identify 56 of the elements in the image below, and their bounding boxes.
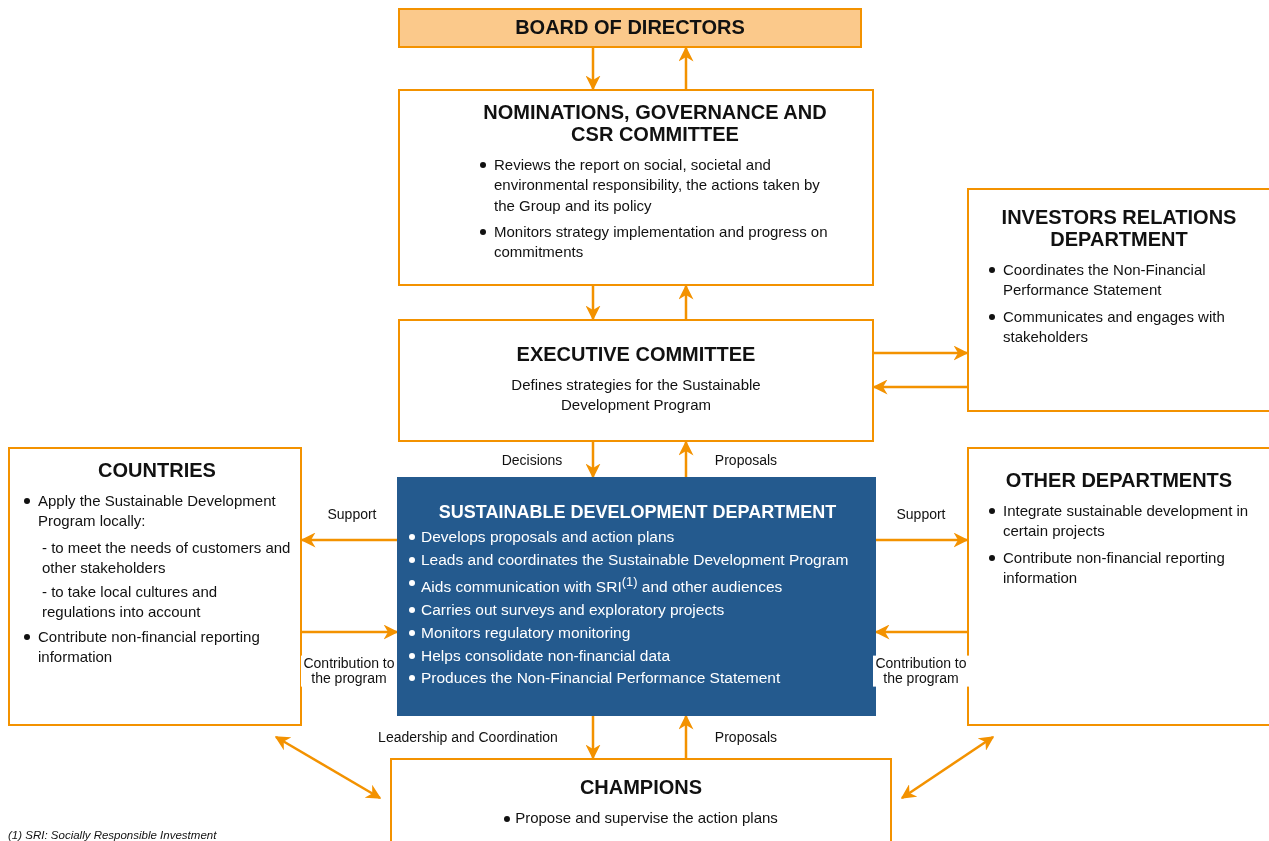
arrow	[585, 442, 601, 479]
edge-label: Support	[894, 507, 948, 523]
bullet-text: Coordinates the Non-Financial Performance Statement	[1003, 261, 1206, 299]
org-unit-box	[8, 447, 302, 726]
arrow	[302, 624, 399, 640]
department-panel	[397, 477, 876, 716]
bullet-text: Aids communication with SRI$^{(1)}$ and other audiences	[421, 577, 783, 595]
bullet-text: Apply the Sustainable Development Program locally:	[38, 492, 276, 530]
arrow	[274, 735, 382, 800]
bullet-text: Integrate sustainable development in certain projects	[1003, 502, 1249, 540]
unit-heading: INVESTORS RELATIONS DEPARTMENT	[1000, 206, 1238, 250]
unit-heading: NOMINATIONS, GOVERNANCE AND CSR COMMITTEE	[482, 101, 828, 145]
arrow	[585, 716, 601, 760]
bullet-text: Communicates and engages with stakeholders	[1003, 307, 1225, 345]
arrow	[678, 284, 694, 319]
unit-heading: CHAMPIONS	[578, 776, 704, 798]
bullet-text: Helps consolidate non-financial data	[421, 646, 671, 664]
unit-heading: BOARD OF DIRECTORS	[514, 16, 746, 38]
edge-label: Contribution to the program	[301, 655, 397, 687]
description-text: Defines strategies for the Sustainable Development Program	[510, 375, 762, 416]
arrow	[678, 714, 694, 758]
arrow	[678, 46, 694, 89]
arrow	[585, 48, 601, 91]
arrow	[678, 440, 694, 477]
org-unit-box	[398, 89, 874, 286]
bullet-text: Monitors regulatory monitoring	[421, 623, 631, 641]
org-unit-box	[967, 447, 1269, 726]
bullet-text: Reviews the report on social, societal and environmental responsibility, the actions taken by the Group and its policy	[494, 156, 820, 214]
edge-label: Proposals	[712, 453, 780, 469]
unit-heading: SUSTAINABLE DEVELOPMENT DEPARTMENT	[437, 503, 838, 523]
bullet-text: Propose and supervise the action plans	[515, 809, 778, 826]
edge-label: Leadership and Coordination	[376, 730, 560, 746]
bullet-text: Develops proposals and action plans	[421, 527, 675, 545]
bullet-text: Contribute non-financial reporting information	[38, 627, 260, 665]
arrow	[585, 286, 601, 321]
bullet-text: Monitors strategy implementation and progress on commitments	[494, 222, 828, 260]
unit-heading: COUNTRIES	[97, 459, 217, 481]
org-unit-box	[390, 758, 892, 841]
org-unit-box	[398, 8, 862, 48]
sub-item: - to take local cultures and regulations into account	[41, 582, 219, 623]
edge-label: Contribution to the program	[873, 655, 969, 687]
org-unit-box	[398, 319, 874, 442]
footnote: (1) SRI: Socially Responsible Investment	[8, 829, 217, 841]
edge-label: Proposals	[712, 730, 780, 746]
arrow	[876, 532, 969, 548]
arrow	[874, 345, 969, 361]
bullet-text: Leads and coordinates the Sustainable Development Program	[421, 550, 849, 568]
bullet-text: Carries out surveys and exploratory projects	[421, 600, 725, 618]
bullet-text: Contribute non-financial reporting information	[1003, 548, 1225, 586]
arrow	[900, 735, 995, 800]
bullet-text: Produces the Non-Financial Performance Statement	[421, 669, 781, 687]
unit-heading: EXECUTIVE COMMITTEE	[515, 343, 757, 365]
unit-heading: OTHER DEPARTMENTS	[1004, 469, 1234, 491]
sub-item: - to meet the needs of customers and other stakeholders	[41, 537, 292, 578]
org-unit-box	[967, 188, 1269, 412]
edge-label: Support	[325, 507, 379, 523]
